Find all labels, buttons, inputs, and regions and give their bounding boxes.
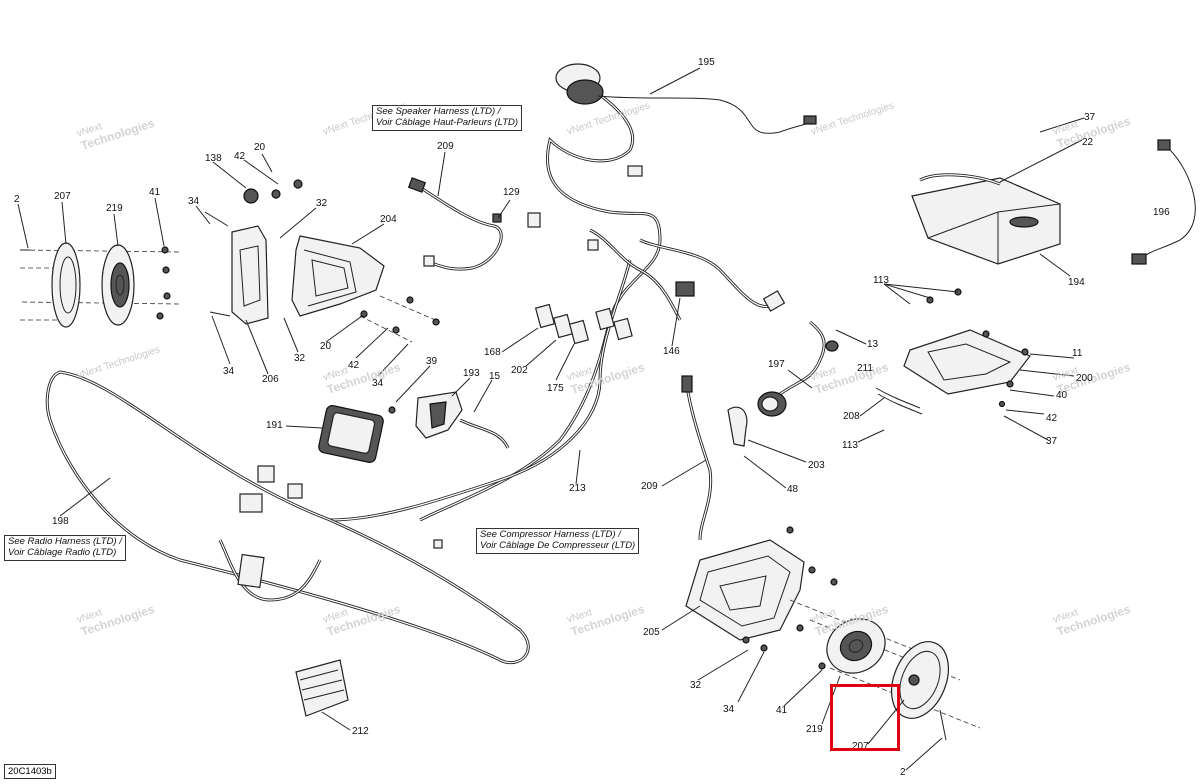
callout-204: 204	[380, 214, 397, 225]
callout-32: 32	[316, 198, 328, 209]
callout-37: 37	[1046, 436, 1058, 447]
callout-34: 34	[372, 378, 384, 389]
callout-113: 113	[842, 440, 858, 451]
main-harness	[329, 93, 786, 522]
callout-206: 206	[262, 374, 279, 385]
callout-20: 20	[254, 142, 266, 153]
callout-41: 41	[776, 705, 788, 716]
callout-37: 37	[1084, 112, 1096, 123]
left-speaker-assembly	[20, 179, 441, 343]
callout-202: 202	[511, 365, 528, 376]
callout-20: 20	[320, 341, 332, 352]
callout-129: 129	[503, 187, 520, 198]
callout-219: 219	[106, 203, 123, 214]
callout-113: 113	[873, 275, 889, 286]
leader-lines	[17, 67, 1085, 771]
callout-198: 198	[52, 516, 69, 527]
harness-198	[45, 370, 530, 665]
callout-209: 209	[641, 481, 658, 492]
radio-191-193	[318, 391, 510, 463]
dome-light-195	[555, 63, 817, 134]
callout-194: 194	[1068, 277, 1085, 288]
callout-41: 41	[149, 187, 161, 198]
callout-34: 34	[188, 196, 200, 207]
callout-200: 200	[1076, 373, 1093, 384]
callout-207: 207	[852, 741, 869, 752]
callout-208: 208	[843, 411, 860, 422]
callout-207: 207	[54, 191, 71, 202]
callout-22: 22	[1082, 137, 1094, 148]
control-module-194	[903, 139, 1196, 408]
callout-34: 34	[723, 704, 735, 715]
harness-209-top	[407, 177, 541, 271]
callout-193: 193	[463, 368, 480, 379]
callout-39: 39	[426, 356, 438, 367]
document-id: 20C1403b	[4, 764, 56, 779]
callout-15: 15	[489, 371, 501, 382]
right-speaker-assembly	[685, 526, 981, 741]
callout-203: 203	[808, 460, 825, 471]
speaker-harness-note: See Speaker Harness (LTD) /Voir Câblage …	[372, 105, 523, 131]
callout-2: 2	[900, 767, 906, 778]
callout-219: 219	[806, 724, 823, 735]
callout-211: 211	[857, 363, 873, 374]
callout-42: 42	[234, 151, 246, 162]
callout-191: 191	[266, 420, 283, 431]
radio-harness-note: See Radio Harness (LTD) /Voir Câblage Ra…	[4, 535, 126, 561]
callout-42: 42	[1046, 413, 1058, 424]
callout-2: 2	[14, 194, 20, 205]
callout-196: 196	[1153, 207, 1170, 218]
callout-138: 138	[205, 153, 222, 164]
callout-197: 197	[768, 359, 785, 370]
callout-34: 34	[223, 366, 235, 377]
callout-209: 209	[437, 141, 454, 152]
module-212	[295, 659, 349, 717]
selected-part-highlight	[830, 684, 900, 751]
callout-32: 32	[690, 680, 702, 691]
compressor-harness-note: See Compressor Harness (LTD) /Voir Câbla…	[476, 528, 640, 554]
gauge-197	[727, 320, 923, 447]
callout-11: 11	[1072, 348, 1083, 359]
callout-40: 40	[1056, 390, 1068, 401]
callout-168: 168	[484, 347, 501, 358]
callout-48: 48	[787, 484, 799, 495]
callout-42: 42	[348, 360, 360, 371]
callout-146: 146	[663, 346, 680, 357]
callout-213: 213	[569, 483, 586, 494]
harness-209-bottom	[681, 375, 713, 541]
callout-195: 195	[698, 57, 715, 68]
callout-32: 32	[294, 353, 306, 364]
callout-175: 175	[547, 383, 564, 394]
callout-13: 13	[867, 339, 879, 350]
callout-212: 212	[352, 726, 369, 737]
callout-205: 205	[643, 627, 660, 638]
